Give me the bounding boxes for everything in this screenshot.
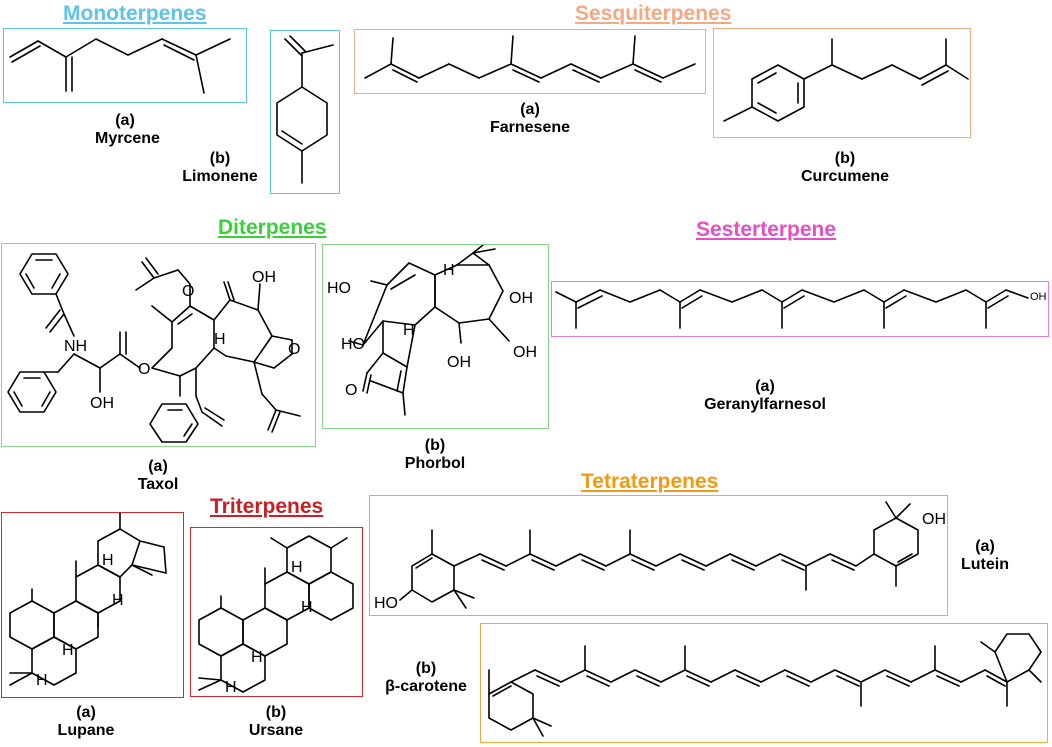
beta-carotene-label: (b) β-carotene [374,660,478,697]
lutein-ho-label: HO [374,595,398,612]
beta-carotene-letter: (b) [415,660,437,677]
lupane-h1-label: H [102,552,114,569]
limonene-letter: (b) [209,150,231,167]
ursane-h4-label: H [225,679,237,696]
farnesene-name: Farnesene [489,119,571,137]
limonene-name: Limonene [182,168,258,186]
ursane-letter: (b) [265,704,287,721]
ursane-name: Ursane [248,722,304,740]
phorbol-label: (b) Phorbol [400,437,470,474]
phorbol-ho-label: HO [327,280,351,297]
taxol-oh-label: OH [90,395,114,412]
lupane-name: Lupane [57,722,115,740]
diterpenes-title: Diterpenes [218,216,327,239]
phorbol-o-label: O [345,382,357,399]
taxol-h-label: H [214,331,226,348]
taxol-name: Taxol [137,476,179,494]
phorbol-oh-label: OH [509,290,533,307]
myrcene-letter: (a) [115,112,135,129]
phorbol-structure: HO HO O H H OH OH OH [322,244,549,429]
lutein-structure: HO OH [369,495,948,616]
monoterpenes-title: Monoterpenes [63,2,207,25]
farnesene-label: (a) Farnesene [480,101,580,138]
geranylfarnesol-letter: (a) [755,378,775,395]
lutein-name: Lutein [961,556,1009,574]
ursane-h2-label: H [301,599,313,616]
geranylfarnesol-label: (a) Geranylfarnesol [690,378,840,415]
curcumene-letter: (b) [834,150,856,167]
taxol-o-label: O [138,361,150,378]
farnesene-letter: (a) [520,101,540,118]
phorbol-h-label: H [443,262,455,279]
geranylfarnesol-structure: OH [551,281,1049,337]
farnesene-structure [354,29,706,94]
myrcene-label: (a) Myrcene [95,112,160,149]
curcumene-label: (b) Curcumene [790,150,900,187]
limonene-label: (b) Limonene [170,150,270,187]
taxol-o2-label: O [182,283,194,300]
phorbol-ho2-label: HO [341,336,365,353]
lupane-h4-label: H [36,672,48,689]
curcumene-name: Curcumene [800,168,890,186]
taxol-structure: NH OH O O OH H O [1,243,316,447]
phorbol-h2-label: H [403,322,415,339]
beta-carotene-structure [480,623,1048,743]
taxol-oh2-label: OH [252,269,276,286]
myrcene-name: Myrcene [95,130,160,148]
taxol-nh-label: NH [64,338,87,355]
phorbol-letter: (b) [424,437,446,454]
ursane-structure: H H H H [190,527,363,697]
lupane-h2-label: H [112,592,124,609]
lutein-letter: (a) [975,538,995,555]
lupane-h3-label: H [62,642,74,659]
ursane-h1-label: H [291,559,303,576]
ursane-label: (b) Ursane [236,704,316,741]
beta-carotene-name: β-carotene [385,678,467,696]
sesquiterpenes-title: Sesquiterpenes [575,2,732,25]
phorbol-oh2-label: OH [513,344,537,361]
lupane-letter: (a) [76,704,96,721]
geranylfarnesol-oh-label: OH [1030,291,1047,303]
taxol-letter: (a) [148,458,168,475]
tetraterpenes-title: Tetraterpenes [581,470,719,493]
ursane-h3-label: H [251,649,263,666]
taxol-epoxide-o-label: O [288,341,300,358]
myrcene-structure [3,28,247,103]
phorbol-name: Phorbol [404,455,466,473]
lutein-label: (a) Lutein [955,538,1015,575]
curcumene-structure [713,28,971,138]
phorbol-oh3-label: OH [447,354,471,371]
geranylfarnesol-name: Geranylfarnesol [704,396,826,414]
lutein-oh-label: OH [922,511,946,528]
taxol-label: (a) Taxol [128,458,188,495]
lupane-structure: H H H H [1,512,184,698]
limonene-structure [270,30,340,194]
triterpenes-title: Triterpenes [210,495,324,518]
sesterterpene-title: Sesterterpene [696,218,837,241]
lupane-label: (a) Lupane [46,704,126,741]
